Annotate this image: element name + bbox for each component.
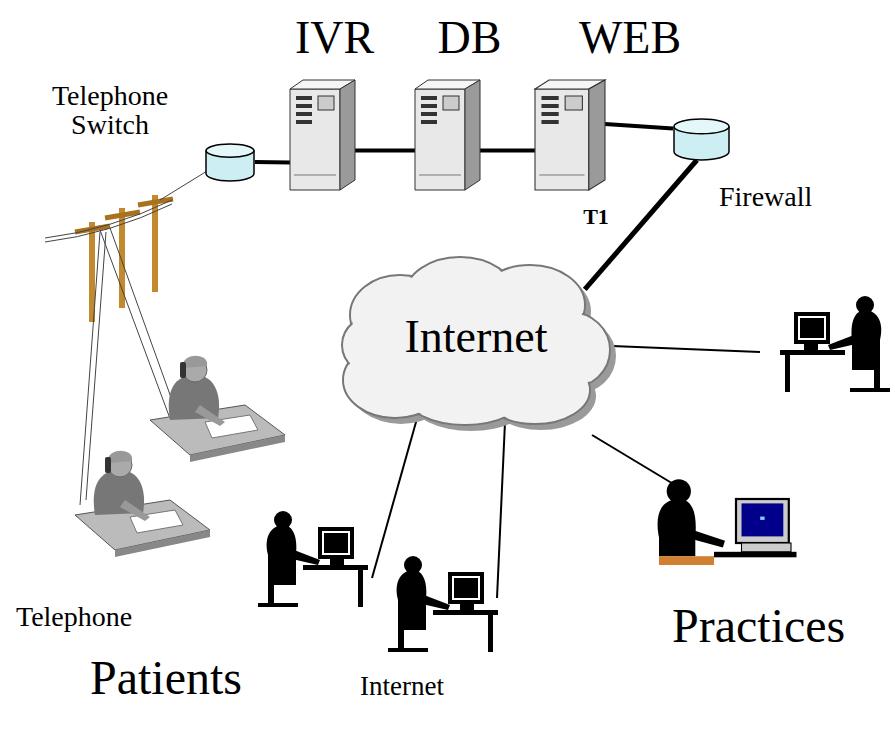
connector [605, 124, 673, 129]
server-shape [290, 80, 355, 190]
server: WEB [535, 80, 605, 190]
node-label: Firewall [719, 182, 859, 211]
group-label: Practices [672, 600, 845, 653]
server-shape [535, 80, 605, 190]
group-label: Telephone [16, 602, 132, 633]
node-label: Telephone Switch [40, 81, 180, 140]
firewall: Firewall [673, 118, 730, 160]
internet-cloud: Internet [340, 255, 612, 427]
group-label: Patients [90, 652, 242, 705]
telephone-switch: Telephone Switch [205, 143, 255, 181]
node-label: Internet [404, 313, 547, 361]
node-label: DB [438, 14, 502, 62]
group-label: Internet [360, 672, 444, 702]
edge-label: T1 [581, 205, 611, 229]
node-label: WEB [579, 14, 681, 62]
node-label: IVR [295, 14, 374, 62]
server: IVR [290, 80, 355, 190]
connector [255, 160, 290, 165]
cyl-shape [673, 118, 730, 160]
cyl-shape [205, 143, 255, 181]
server-shape [415, 80, 480, 190]
connector [355, 148, 415, 152]
server: DB [415, 80, 480, 190]
connector [480, 148, 535, 152]
